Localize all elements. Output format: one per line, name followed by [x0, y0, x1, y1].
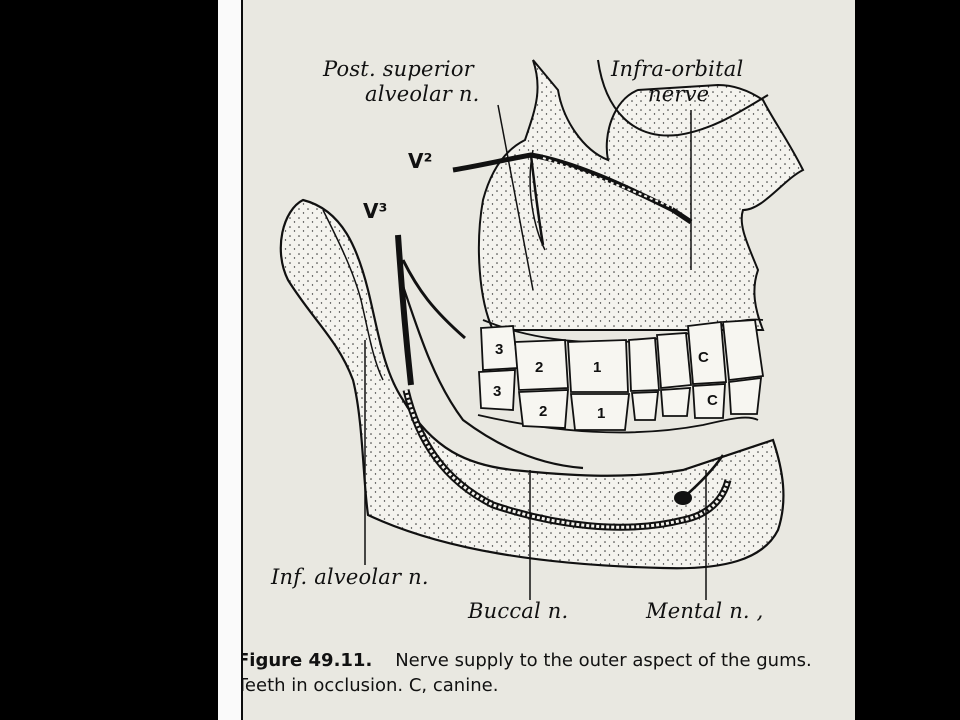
inferior-alveolar-inner — [404, 389, 730, 529]
post-superior-alveolar-sheath — [529, 149, 546, 251]
figure-number: Figure 49.11. — [243, 650, 373, 671]
label-post-superior-line2: alveolar n. — [365, 82, 480, 106]
mandible-bone — [279, 198, 785, 570]
slide: 3 2 1 C 3 2 1 C Post. superior alveolar … — [243, 0, 855, 720]
lower-teeth — [478, 369, 763, 431]
lower-tooth-label: 1 — [597, 405, 605, 422]
infraorbital-canal — [542, 157, 674, 209]
lower-tooth-label: C — [707, 392, 718, 409]
figure-caption-line2: Teeth in occlusion. C, canine. — [243, 675, 499, 696]
label-inf-alveolar: Inf. alveolar n. — [271, 565, 429, 589]
label-buccal: Buccal n. — [468, 599, 569, 623]
lower-tooth-label: 3 — [493, 383, 501, 400]
jaw-illustration: 3 2 1 C 3 2 1 C — [279, 59, 805, 600]
buccal-nerve — [399, 279, 584, 470]
label-v3: V³ — [363, 199, 388, 223]
figure-caption-line1: Figure 49.11. Nerve supply to the outer … — [243, 650, 812, 672]
label-v2: V² — [408, 149, 433, 173]
lower-tooth-label: 2 — [539, 403, 547, 420]
upper-tooth-label: 3 — [495, 341, 503, 358]
upper-tooth-label: 1 — [593, 359, 601, 376]
label-infra-orbital-line2: nerve — [648, 82, 710, 106]
label-infra-orbital-line1: Infra-orbital — [611, 57, 744, 81]
v3-branch-lingual — [401, 259, 466, 340]
post-superior-alveolar-branch — [529, 154, 545, 246]
upper-tooth-label: 2 — [535, 359, 543, 376]
mental-nerve — [682, 454, 725, 499]
label-post-superior-line1: Post. superior — [323, 57, 474, 81]
label-mental: Mental n. , — [646, 599, 764, 623]
ramus-edge — [322, 209, 384, 381]
orbit-rim — [597, 59, 769, 137]
caption-text-line1: Nerve supply to the outer aspect of the … — [395, 650, 812, 671]
slide-divider — [241, 0, 243, 720]
upper-teeth — [480, 319, 765, 393]
slide-border — [218, 0, 241, 720]
leader-lines — [364, 104, 707, 600]
upper-tooth-label: C — [698, 349, 709, 366]
v3-nerve — [395, 234, 414, 386]
